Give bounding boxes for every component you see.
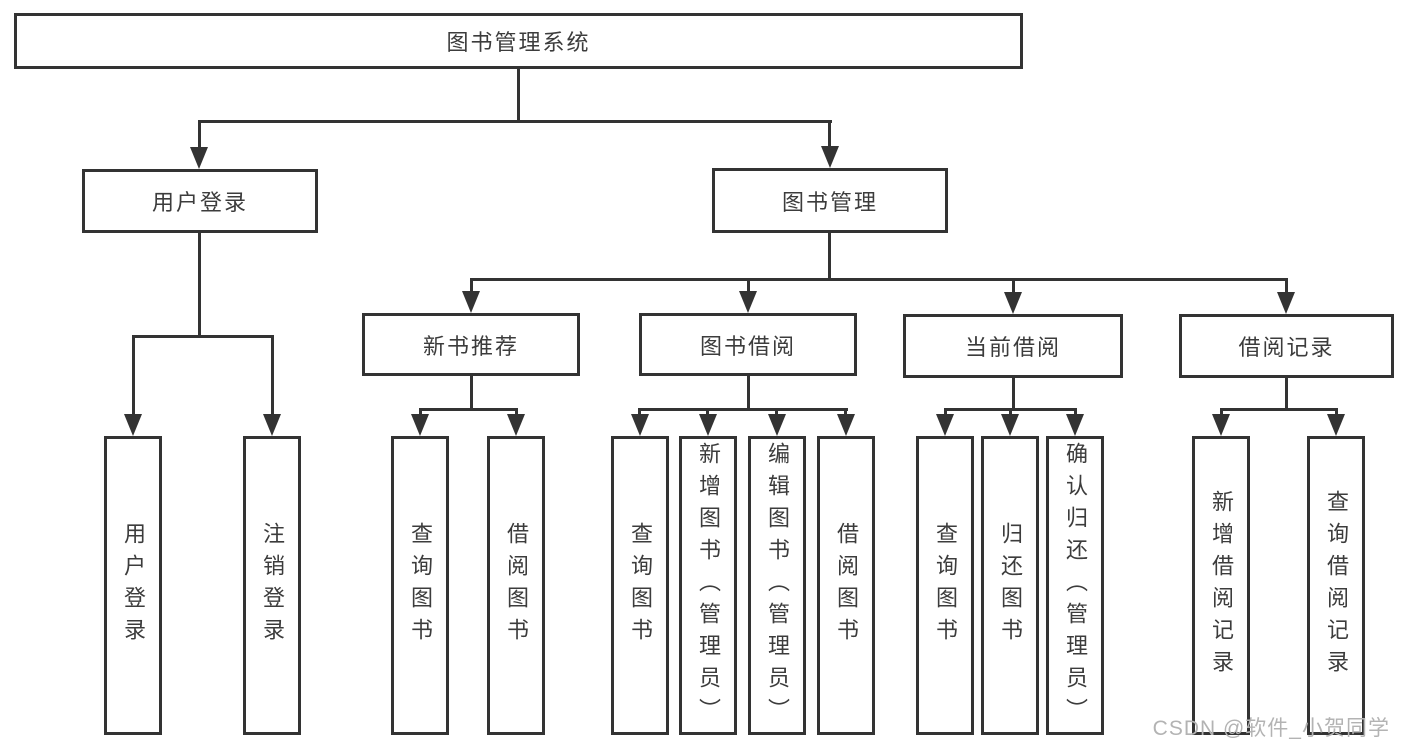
connector-shaft	[1074, 408, 1077, 416]
leaf-return-books: 归还图书	[981, 436, 1039, 735]
connector-shaft	[1335, 408, 1338, 416]
leaf-borrow-books: 借阅图书	[817, 436, 875, 735]
leaf-edit-book-admin: 编辑图书（管理员）	[748, 436, 806, 735]
arrowhead-icon	[1212, 414, 1230, 436]
node-new-book-recommend: 新书推荐	[362, 313, 580, 376]
arrowhead-icon	[837, 414, 855, 436]
leaf-query-books-current: 查询图书	[916, 436, 974, 735]
connector-shaft	[419, 408, 422, 416]
arrowhead-icon	[411, 414, 429, 436]
connector-root-stub	[517, 69, 520, 122]
arrowhead-icon	[699, 414, 717, 436]
arrowhead-icon	[768, 414, 786, 436]
arrowhead-icon	[462, 291, 480, 313]
leaf-query-books-recommend: 查询图书	[391, 436, 449, 735]
connector-shaft	[747, 278, 750, 294]
connector-shaft	[828, 120, 831, 149]
connector-borrow-records-hline	[1220, 408, 1338, 411]
leaf-confirm-return-admin: 确认归还（管理员）	[1046, 436, 1104, 735]
node-user-login: 用户登录	[82, 169, 318, 233]
connector-shaft	[470, 278, 473, 294]
node-current-borrow: 当前借阅	[903, 314, 1123, 378]
leaf-add-borrow-record: 新增借阅记录	[1192, 436, 1250, 735]
connector-shaft	[132, 335, 135, 415]
arrowhead-icon	[1277, 292, 1295, 314]
leaf-borrow-books-recommend: 借阅图书	[487, 436, 545, 735]
connector-shaft	[271, 335, 274, 415]
arrowhead-icon	[631, 414, 649, 436]
connector-shaft	[1285, 278, 1288, 295]
arrowhead-icon	[263, 414, 281, 436]
arrowhead-icon	[1001, 414, 1019, 436]
connector-shaft	[1009, 408, 1012, 416]
connector-book-mgmt-hline	[470, 278, 1288, 281]
connector-new-book-stub	[470, 376, 473, 410]
connector-shaft	[944, 408, 947, 416]
node-root: 图书管理系统	[14, 13, 1023, 69]
leaf-add-book-admin: 新增图书（管理员）	[679, 436, 737, 735]
arrowhead-icon	[124, 414, 142, 436]
node-book-management: 图书管理	[712, 168, 948, 233]
connector-book-borrow-stub	[747, 376, 750, 410]
connector-shaft	[515, 408, 518, 416]
connector-shaft	[638, 408, 641, 416]
connector-root-hline	[198, 120, 832, 123]
connector-borrow-records-stub	[1285, 378, 1288, 410]
arrowhead-icon	[739, 291, 757, 313]
arrowhead-icon	[1066, 414, 1084, 436]
node-book-borrow: 图书借阅	[639, 313, 857, 376]
arrowhead-icon	[190, 147, 208, 169]
connector-shaft	[775, 408, 778, 416]
connector-shaft	[844, 408, 847, 416]
node-borrow-records: 借阅记录	[1179, 314, 1394, 378]
leaf-user-login: 用户登录	[104, 436, 162, 735]
connector-current-borrow-stub	[1012, 378, 1015, 410]
leaf-logout: 注销登录	[243, 436, 301, 735]
connector-user-login-stub	[198, 232, 201, 337]
connector-shaft	[1012, 278, 1015, 295]
connector-user-login-hline	[132, 335, 274, 338]
connector-shaft	[706, 408, 709, 416]
leaf-query-borrow-record: 查询借阅记录	[1307, 436, 1365, 735]
connector-book-borrow-hline	[639, 408, 848, 411]
connector-book-mgmt-stub	[828, 233, 831, 280]
arrowhead-icon	[1004, 292, 1022, 314]
arrowhead-icon	[1327, 414, 1345, 436]
arrowhead-icon	[936, 414, 954, 436]
leaf-query-books-borrow: 查询图书	[611, 436, 669, 735]
connector-shaft	[1220, 408, 1223, 416]
arrowhead-icon	[821, 146, 839, 168]
watermark: CSDN @软件_小贺同学	[1152, 717, 1390, 740]
connector-new-book-hline	[419, 408, 518, 411]
arrowhead-icon	[507, 414, 525, 436]
connector-shaft	[198, 120, 201, 150]
